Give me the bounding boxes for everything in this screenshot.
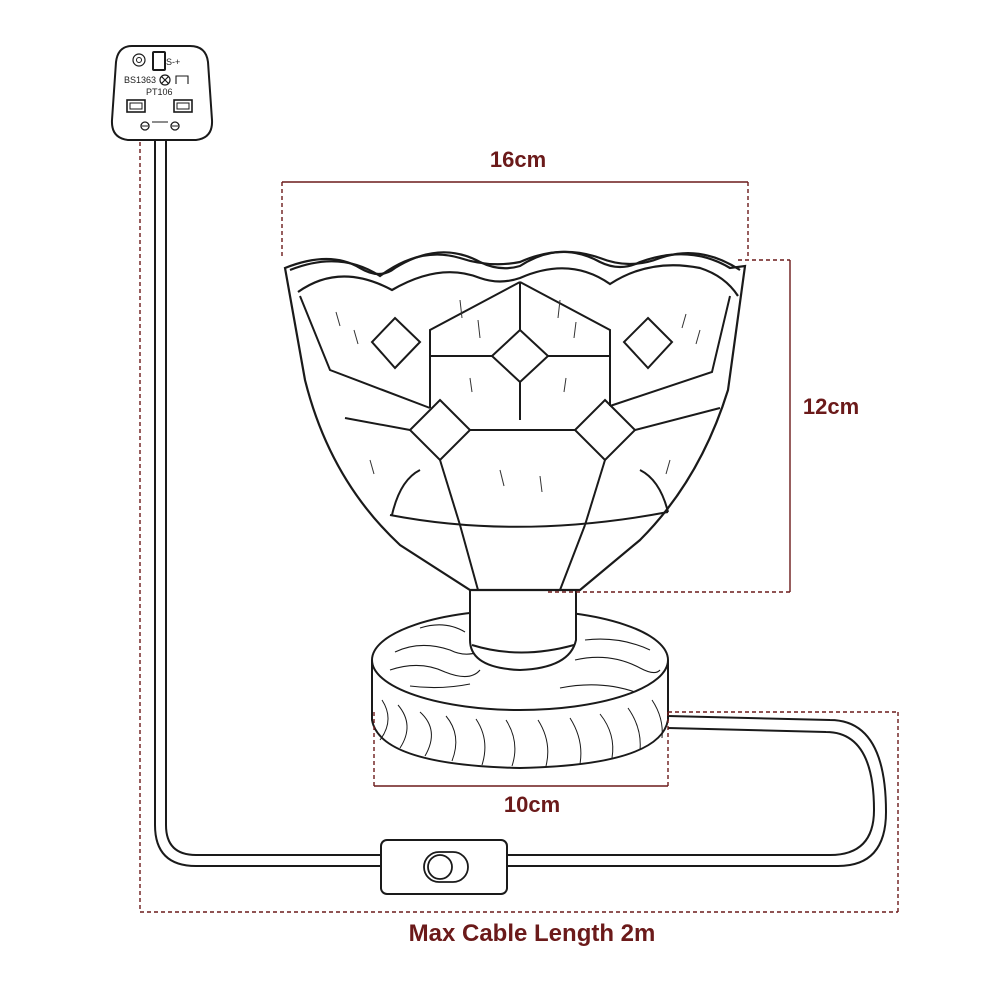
base-width-label: 10cm <box>503 792 561 817</box>
uk-plug-icon <box>110 45 214 141</box>
lamp-neck <box>469 587 577 672</box>
plug-standard-code: BS1363 <box>124 75 157 85</box>
shade-height-label: 12cm <box>802 394 860 419</box>
lamp-shade-icon <box>283 250 747 592</box>
plug-fuse-code: PT106 <box>146 87 173 97</box>
rocker-switch-icon <box>380 839 508 895</box>
plug-marks: S-+ <box>166 57 181 67</box>
cable-length-label: Max Cable Length 2m <box>408 920 656 947</box>
shade-width-label: 16cm <box>489 147 547 172</box>
dimension-lines <box>139 142 899 913</box>
power-cable <box>154 140 888 867</box>
